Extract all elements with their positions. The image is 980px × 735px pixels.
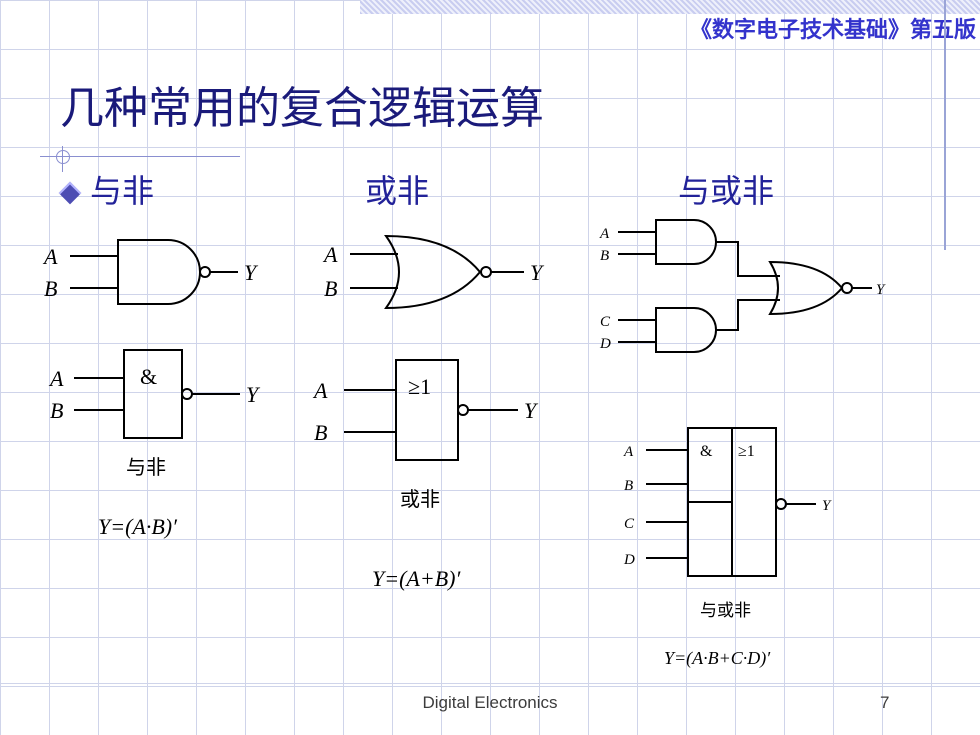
nand-rect-input-a-label: A: [48, 366, 64, 391]
nor-output-label: Y: [530, 260, 545, 285]
slide-title: 几种常用的复合逻辑运算: [60, 83, 544, 134]
nand-rect-symbol: [74, 349, 240, 439]
heading-nand: 与非: [90, 172, 155, 210]
aoi-rect-input-b-label: B: [624, 478, 633, 494]
decor-vertical-line: [944, 0, 946, 250]
nand-rect-output-label: Y: [246, 382, 261, 407]
nor-input-b-label: B: [324, 276, 337, 301]
page-number: 7: [880, 693, 890, 712]
book-title: 《数字电子技术基础》第五版: [689, 18, 976, 43]
nor-rect-input-a-label: A: [312, 378, 328, 403]
top-decor-band: [360, 0, 980, 14]
heading-nor: 或非: [365, 172, 430, 210]
aoi-input-b-label: B: [600, 248, 609, 264]
nand-input-b-label: B: [44, 276, 57, 301]
aoi-rect-input-c-label: C: [624, 516, 635, 532]
aoi-rect-input-a-label: A: [623, 444, 634, 460]
nor-rect-output-label: Y: [524, 398, 539, 423]
nand-rect-input-b-label: B: [50, 398, 63, 423]
nor-rect-symbol: [344, 359, 518, 461]
footer-text: Digital Electronics: [422, 693, 558, 712]
aoi-rect-input-d-label: D: [623, 552, 635, 568]
aoi-input-a-label: A: [599, 226, 610, 242]
nor-formula: Y=(A+B)′: [372, 566, 461, 591]
nor-rect-input-b-label: B: [314, 420, 327, 445]
and-or-not-gate-shape: [618, 219, 872, 353]
nand-output-label: Y: [244, 260, 259, 285]
and-or-not-rect-symbol: [646, 427, 816, 577]
nor-caption: 或非: [400, 487, 440, 511]
aoi-caption: 与或非: [700, 601, 751, 621]
footer-rule: [0, 683, 980, 684]
aoi-rect-output-label: Y: [822, 498, 832, 514]
aoi-output-label: Y: [876, 282, 886, 298]
heading-and-or-not: 与或非: [678, 172, 775, 210]
nor-or-symbol: ≥1: [408, 374, 431, 399]
aoi-formula: Y=(A·B+C·D)′: [664, 648, 771, 669]
nand-gate-shape: [70, 239, 238, 305]
crosshair-circle-decor: [56, 150, 70, 164]
nand-caption: 与非: [126, 455, 166, 479]
aoi-or-symbol: ≥1: [738, 443, 755, 460]
nand-formula: Y=(A·B)′: [98, 514, 178, 539]
title-underline: [40, 156, 240, 157]
aoi-input-d-label: D: [599, 336, 611, 352]
nand-and-symbol: &: [140, 364, 157, 389]
nand-input-a-label: A: [42, 244, 58, 269]
aoi-and-symbol: &: [700, 443, 713, 460]
nor-input-a-label: A: [322, 242, 338, 267]
aoi-input-c-label: C: [600, 314, 611, 330]
nor-gate-shape: [350, 234, 524, 310]
